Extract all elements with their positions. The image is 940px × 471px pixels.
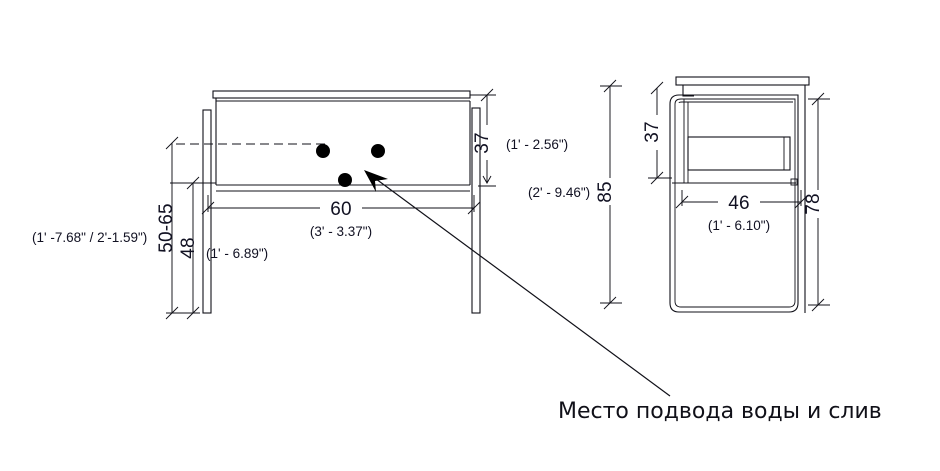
dimension-height-range-value: 50-65	[156, 203, 177, 253]
drain-point	[338, 173, 352, 187]
dimension-height-range	[165, 136, 200, 320]
countertop-bracket	[682, 85, 694, 97]
dimension-body-height-value: 37	[472, 132, 493, 154]
dimension-depth	[675, 190, 808, 209]
dimension-cabinet-height-value: 78	[803, 193, 824, 215]
side-elevation-view	[669, 76, 810, 313]
dimension-leg-height-value: 48	[178, 237, 199, 259]
side-cabinet-inner2	[678, 101, 793, 104]
annotation-leader	[364, 170, 671, 397]
dimension-body-height	[470, 88, 496, 187]
dimension-depth-value: 46	[728, 193, 750, 214]
dimension-leg-height-imperial: (1' - 6.89")	[206, 246, 268, 261]
water-supply-point-left	[316, 144, 330, 158]
water-supply-point-right	[371, 144, 385, 158]
dimension-total-height-value: 85	[595, 181, 616, 203]
dimension-depth-imperial: (1' - 6.10")	[708, 218, 770, 233]
side-countertop	[675, 76, 810, 86]
dimension-side-body-height-value: 37	[642, 121, 663, 143]
leader-arrowhead	[364, 170, 388, 192]
left-leg	[202, 109, 212, 314]
side-cabinet-inner	[674, 98, 796, 308]
dimension-leg-height	[170, 176, 216, 320]
dimension-width	[201, 195, 481, 215]
dimension-total-height-imperial: (2' - 9.46")	[528, 185, 590, 200]
dimension-body-height-imperial: (1' - 2.56")	[506, 137, 568, 152]
dimension-width-value: 60	[330, 199, 352, 220]
countertop	[212, 90, 471, 102]
side-cabinet-outer	[669, 94, 799, 313]
front-elevation-view	[176, 90, 481, 314]
dimension-total-height	[600, 79, 622, 310]
dimension-cabinet-height	[808, 92, 830, 312]
dimension-height-range-imperial: (1' -7.68" / 2'-1.59")	[32, 230, 147, 245]
dimension-side-body-height	[648, 81, 672, 185]
side-hinge-mark	[790, 178, 798, 186]
dimension-width-imperial: (3' - 3.37")	[310, 224, 372, 239]
annotation-caption: Место подвода воды и слив	[558, 399, 882, 424]
side-drawer	[687, 136, 791, 171]
